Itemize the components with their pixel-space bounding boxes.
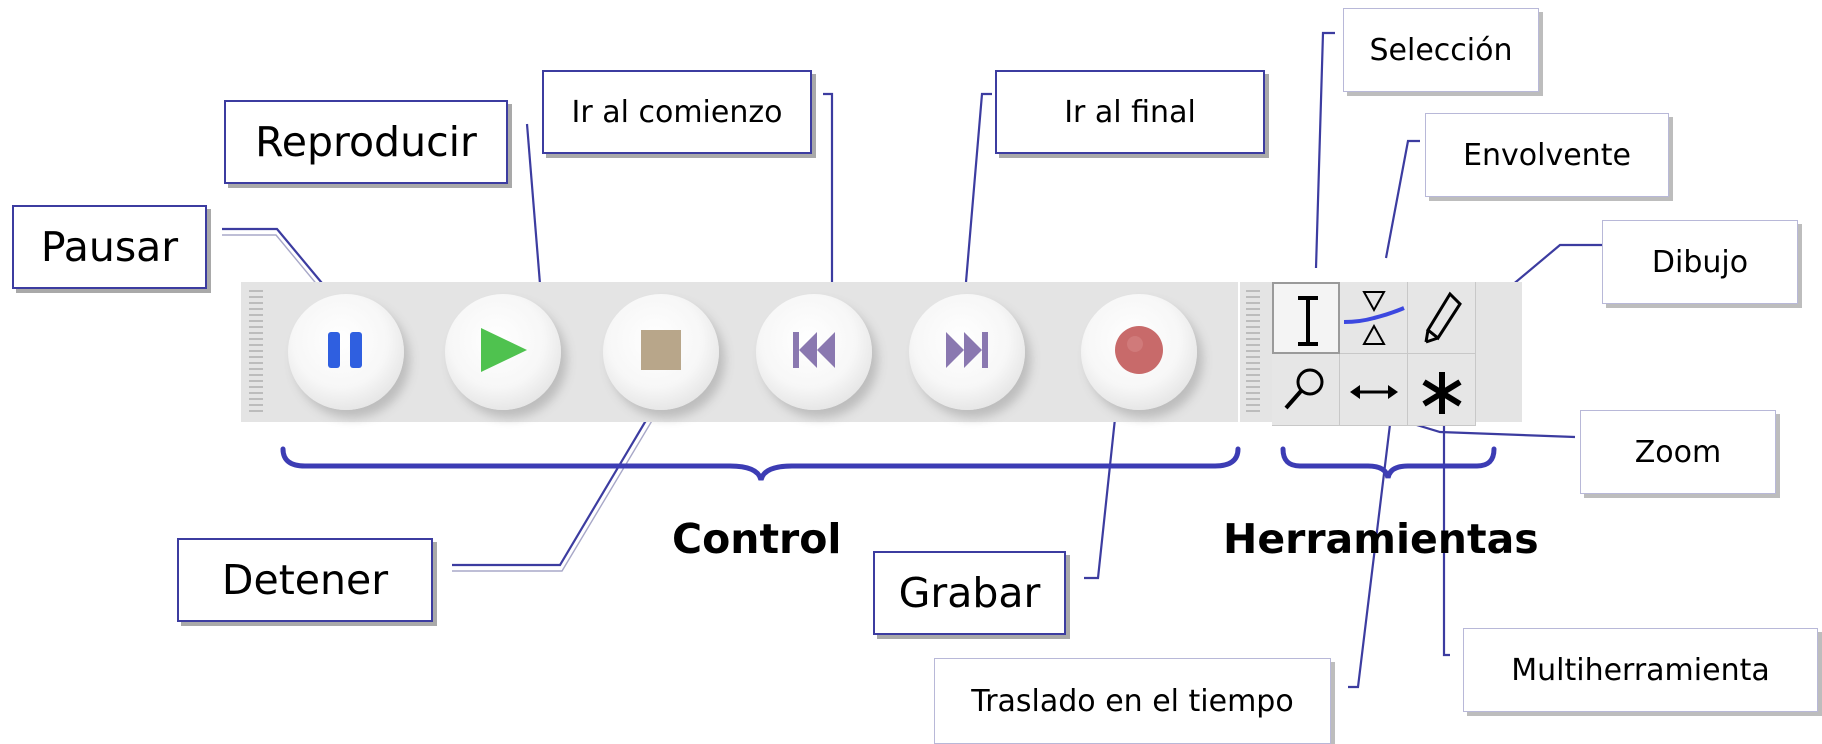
ir-al-comienzo-callout: Ir al comienzo (542, 70, 812, 154)
skip-to-end-icon (944, 330, 990, 374)
multi-tool-button[interactable] (1408, 354, 1476, 426)
traslado-en-el-tiempo-callout: Traslado en el tiempo (934, 658, 1331, 744)
reproducir-callout: Reproducir (224, 100, 508, 184)
control-toolbar (241, 282, 1238, 422)
selection-tool-button[interactable] (1272, 282, 1340, 354)
record-button[interactable] (1081, 294, 1197, 410)
play-icon (477, 326, 529, 378)
envolvente-callout: Envolvente (1425, 113, 1669, 197)
envelope-icon (1343, 291, 1405, 345)
time-shift-tool-button[interactable] (1340, 354, 1408, 426)
control-bracket (280, 446, 1241, 481)
ir-al-final-callout: Ir al final (995, 70, 1265, 154)
control-heading: Control (672, 515, 842, 563)
zoom-callout: Zoom (1580, 410, 1776, 494)
skip-to-start-icon (791, 330, 837, 374)
skip-to-start-button[interactable] (756, 294, 872, 410)
pencil-icon (1424, 291, 1462, 344)
pause-icon (324, 330, 368, 374)
herramientas-heading: Herramientas (1223, 515, 1539, 563)
envelope-tool-button[interactable] (1340, 282, 1408, 354)
magnifier-icon (1284, 368, 1324, 410)
stop-icon (639, 328, 683, 376)
multiherramienta-callout: Multiherramienta (1463, 628, 1818, 712)
i-beam-selection-icon (1298, 296, 1318, 346)
zoom-tool-button[interactable] (1272, 354, 1340, 426)
stop-button[interactable] (603, 294, 719, 410)
dibujo-callout: Dibujo (1602, 220, 1798, 304)
skip-to-end-button[interactable] (909, 294, 1025, 410)
asterisk-icon (1422, 372, 1462, 414)
detener-callout: Detener (177, 538, 433, 622)
draw-tool-button[interactable] (1408, 282, 1476, 354)
herramientas-bracket (1280, 446, 1497, 479)
double-arrow-icon (1350, 385, 1398, 399)
pause-button[interactable] (288, 294, 404, 410)
tools-toolbar-grip[interactable] (1246, 290, 1260, 414)
seleccion-callout: Selección (1343, 8, 1539, 92)
grabar-callout: Grabar (873, 551, 1066, 635)
tools-toolbar (1240, 282, 1522, 426)
pausar-callout: Pausar (12, 205, 207, 289)
record-icon (1113, 324, 1165, 380)
play-button[interactable] (445, 294, 561, 410)
control-toolbar-grip[interactable] (249, 290, 263, 414)
